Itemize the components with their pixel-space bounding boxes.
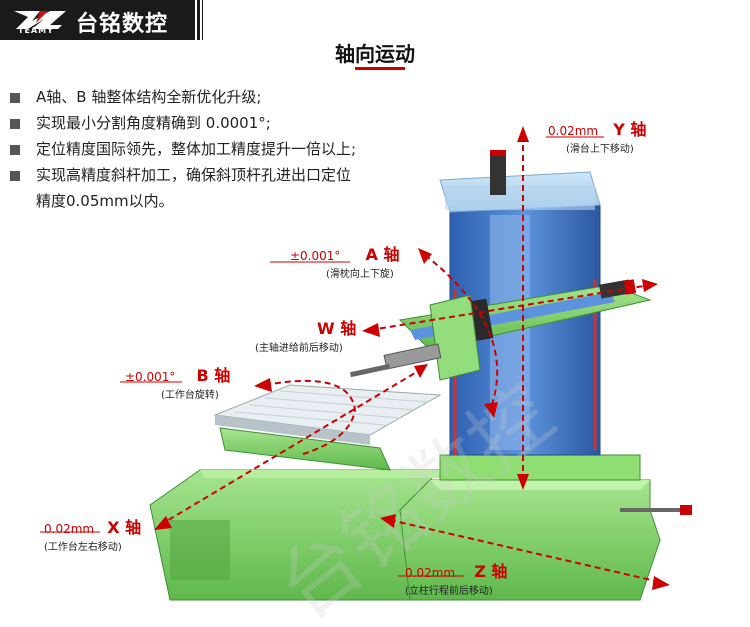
y-axis-label: 0.02mm Y 轴 (滑台上下移动) [548,120,647,155]
a-axis-label: ±0.001° A 轴 (滑枕向上下旋) [290,245,400,280]
brand-logo-icon [14,11,66,29]
w-axis-label: W 轴 (主轴进给前后移动) [255,319,357,354]
spindle [383,343,442,370]
feature-item: 实现最小分割角度精确到 0.0001°; [10,110,480,136]
a-axis-arrow [424,254,499,411]
feature-item: A轴、B 轴整体结构全新优化升级; [10,84,480,110]
bullet-square-icon [10,145,20,155]
feature-item-continuation: 精度0.05mm以内。 [36,192,174,210]
motor-top [490,150,506,195]
section-title: 轴向运动 [335,42,415,66]
bullet-square-icon [10,119,20,129]
header-divider [197,0,200,40]
x-axis-label: 0.02mm X 轴 (工作台左右移动) [44,518,142,553]
feature-list: A轴、B 轴整体结构全新优化升级; 实现最小分割角度精确到 0.0001°; 定… [10,84,480,214]
feature-item: 实现高精度斜杆加工，确保斜顶杆孔进出口定位 [10,162,480,188]
brand-sub-text: TEAMY [18,26,54,35]
b-axis-label: ±0.001° B 轴 (工作台旋转) [125,366,231,401]
w-axis-arrow [369,284,651,331]
header-divider-thin [202,0,203,40]
feature-item: 定位精度国际领先，整体加工精度提升一倍以上; [10,136,480,162]
brand-header: TEAMY 台铭数控 [0,0,195,40]
z-axis-label: 0.02mm Z 轴 (立柱行程前后移动) [405,562,508,597]
brand-name: 台铭数控 [76,12,169,37]
title-underline [355,67,405,70]
bullet-square-icon [10,93,20,103]
x-axis-arrow [159,369,421,526]
b-axis-arrow [264,379,357,456]
bullet-square-icon [10,171,20,181]
z-axis-arrow [389,519,661,583]
